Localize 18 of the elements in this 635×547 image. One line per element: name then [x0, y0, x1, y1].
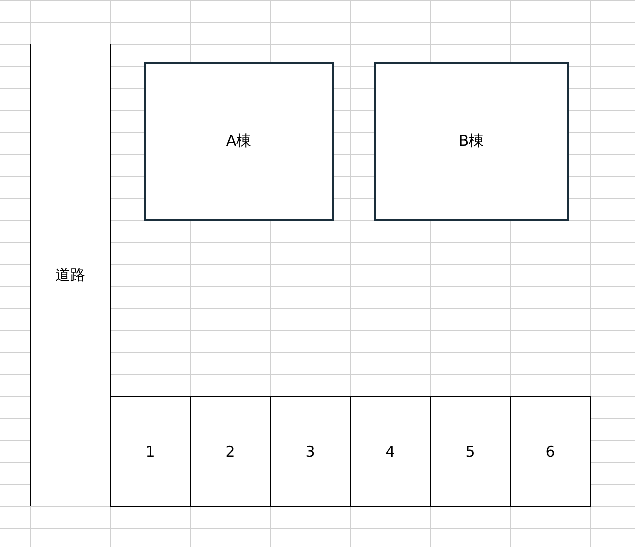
building-box — [374, 62, 569, 221]
parking-space — [430, 396, 511, 507]
parking-space — [350, 396, 431, 507]
space-number: 1 — [146, 442, 156, 460]
road-label: 道路 — [56, 266, 86, 284]
parking-space — [190, 396, 271, 507]
parking-space — [510, 396, 591, 507]
building-label: A棟 — [226, 132, 252, 151]
parking-space — [110, 396, 191, 507]
space-number: 2 — [226, 442, 236, 460]
space-number: 6 — [546, 442, 556, 460]
parking-space — [270, 396, 351, 507]
space-number: 5 — [466, 442, 476, 460]
road-band — [30, 44, 111, 506]
building-box — [144, 62, 334, 221]
building-label: B棟 — [458, 132, 484, 151]
space-number: 3 — [306, 442, 316, 460]
space-number: 4 — [386, 442, 396, 460]
